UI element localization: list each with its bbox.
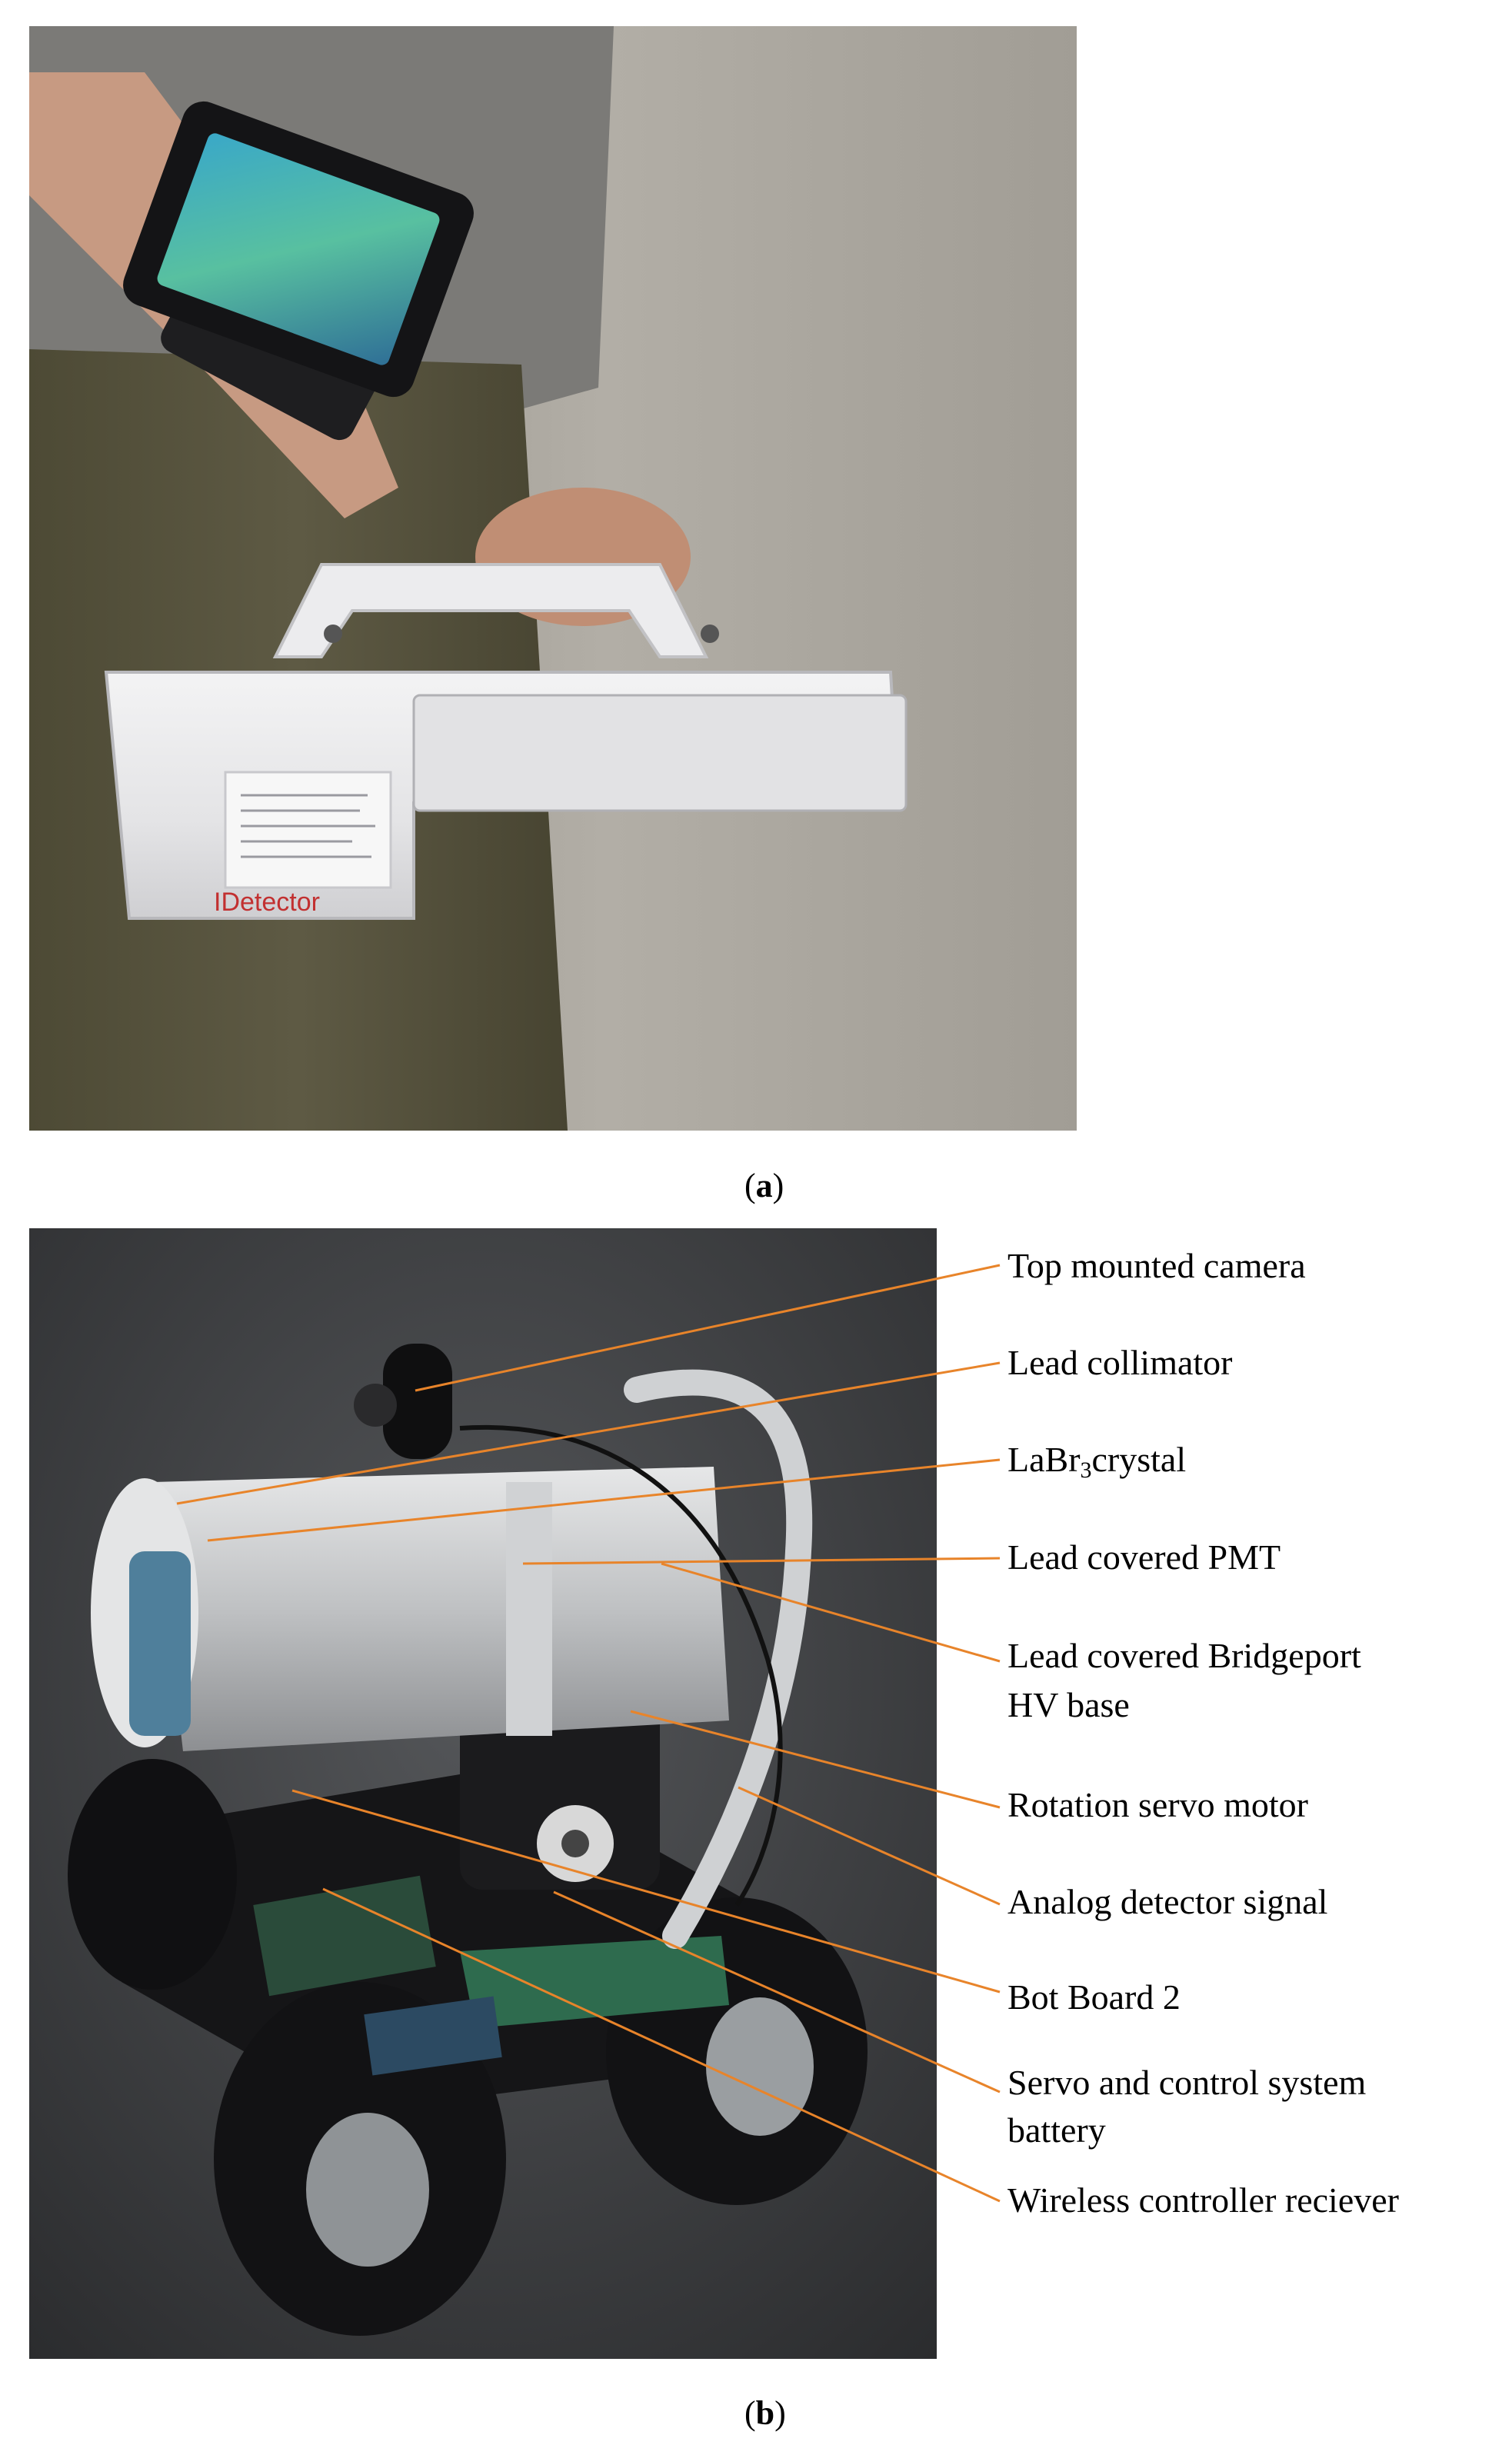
caption-b-close: ) (774, 2394, 786, 2432)
label-bot-board-2: Bot Board 2 (1007, 1977, 1181, 2017)
caption-a-close: ) (772, 1167, 784, 1204)
label-hv-base-line2: HV base (1007, 1685, 1130, 1724)
label-battery-line1: Servo and control system (1007, 2063, 1367, 2102)
photo-robot-detector (29, 1228, 937, 2359)
label-lead-collimator: Lead collimator (1007, 1343, 1233, 1382)
caption-b: (b) (744, 2397, 786, 2430)
photo-handheld-detector: IDetector (29, 26, 1077, 1131)
label-wireless-controller-receiver: Wireless controller reciever (1007, 2180, 1399, 2220)
label-battery-line2: battery (1007, 2110, 1106, 2150)
caption-b-letter: b (755, 2394, 775, 2432)
detector-brand-mark: IDetector (214, 888, 320, 917)
label-labr3-suffix: crystal (1091, 1440, 1187, 1479)
pmt-clamp (506, 1482, 552, 1736)
wheel-rear-left (68, 1759, 237, 1990)
label-top-mounted-camera: Top mounted camera (1007, 1246, 1306, 1285)
caption-a-letter: a (755, 1167, 773, 1204)
handle-screw-right (701, 625, 719, 643)
label-labr3-subscript: 3 (1080, 1457, 1092, 1483)
label-lead-covered-pmt: Lead covered PMT (1007, 1537, 1281, 1577)
label-labr3-crystal: LaBr3crystal (1007, 1436, 1186, 1484)
caption-a: (a) (744, 1169, 784, 1203)
handheld-detector-illustration: IDetector (29, 26, 1077, 1131)
label-analog-detector-signal: Analog detector signal (1007, 1882, 1328, 1921)
caption-a-open: ( (744, 1167, 756, 1204)
sticker-text-lines (241, 794, 375, 858)
caption-b-open: ( (744, 2394, 756, 2432)
collimator-band (129, 1551, 191, 1736)
wheel-front-right-hub (706, 1997, 814, 2136)
label-hv-base-line1: Lead covered Bridgeport (1007, 1636, 1361, 1675)
robot-illustration (29, 1228, 937, 2359)
detector-barrel (412, 694, 908, 812)
handle-screw-left (324, 625, 342, 643)
phone-screen (157, 133, 440, 365)
camera-lens (354, 1384, 397, 1427)
foil-detector-body (152, 1467, 729, 1751)
label-labr3-prefix: LaBr (1007, 1440, 1081, 1479)
detector-sticker (224, 771, 392, 889)
label-rotation-servo-motor: Rotation servo motor (1007, 1785, 1308, 1824)
servo-hub (561, 1830, 589, 1857)
wheel-front-left-hub (306, 2113, 429, 2267)
